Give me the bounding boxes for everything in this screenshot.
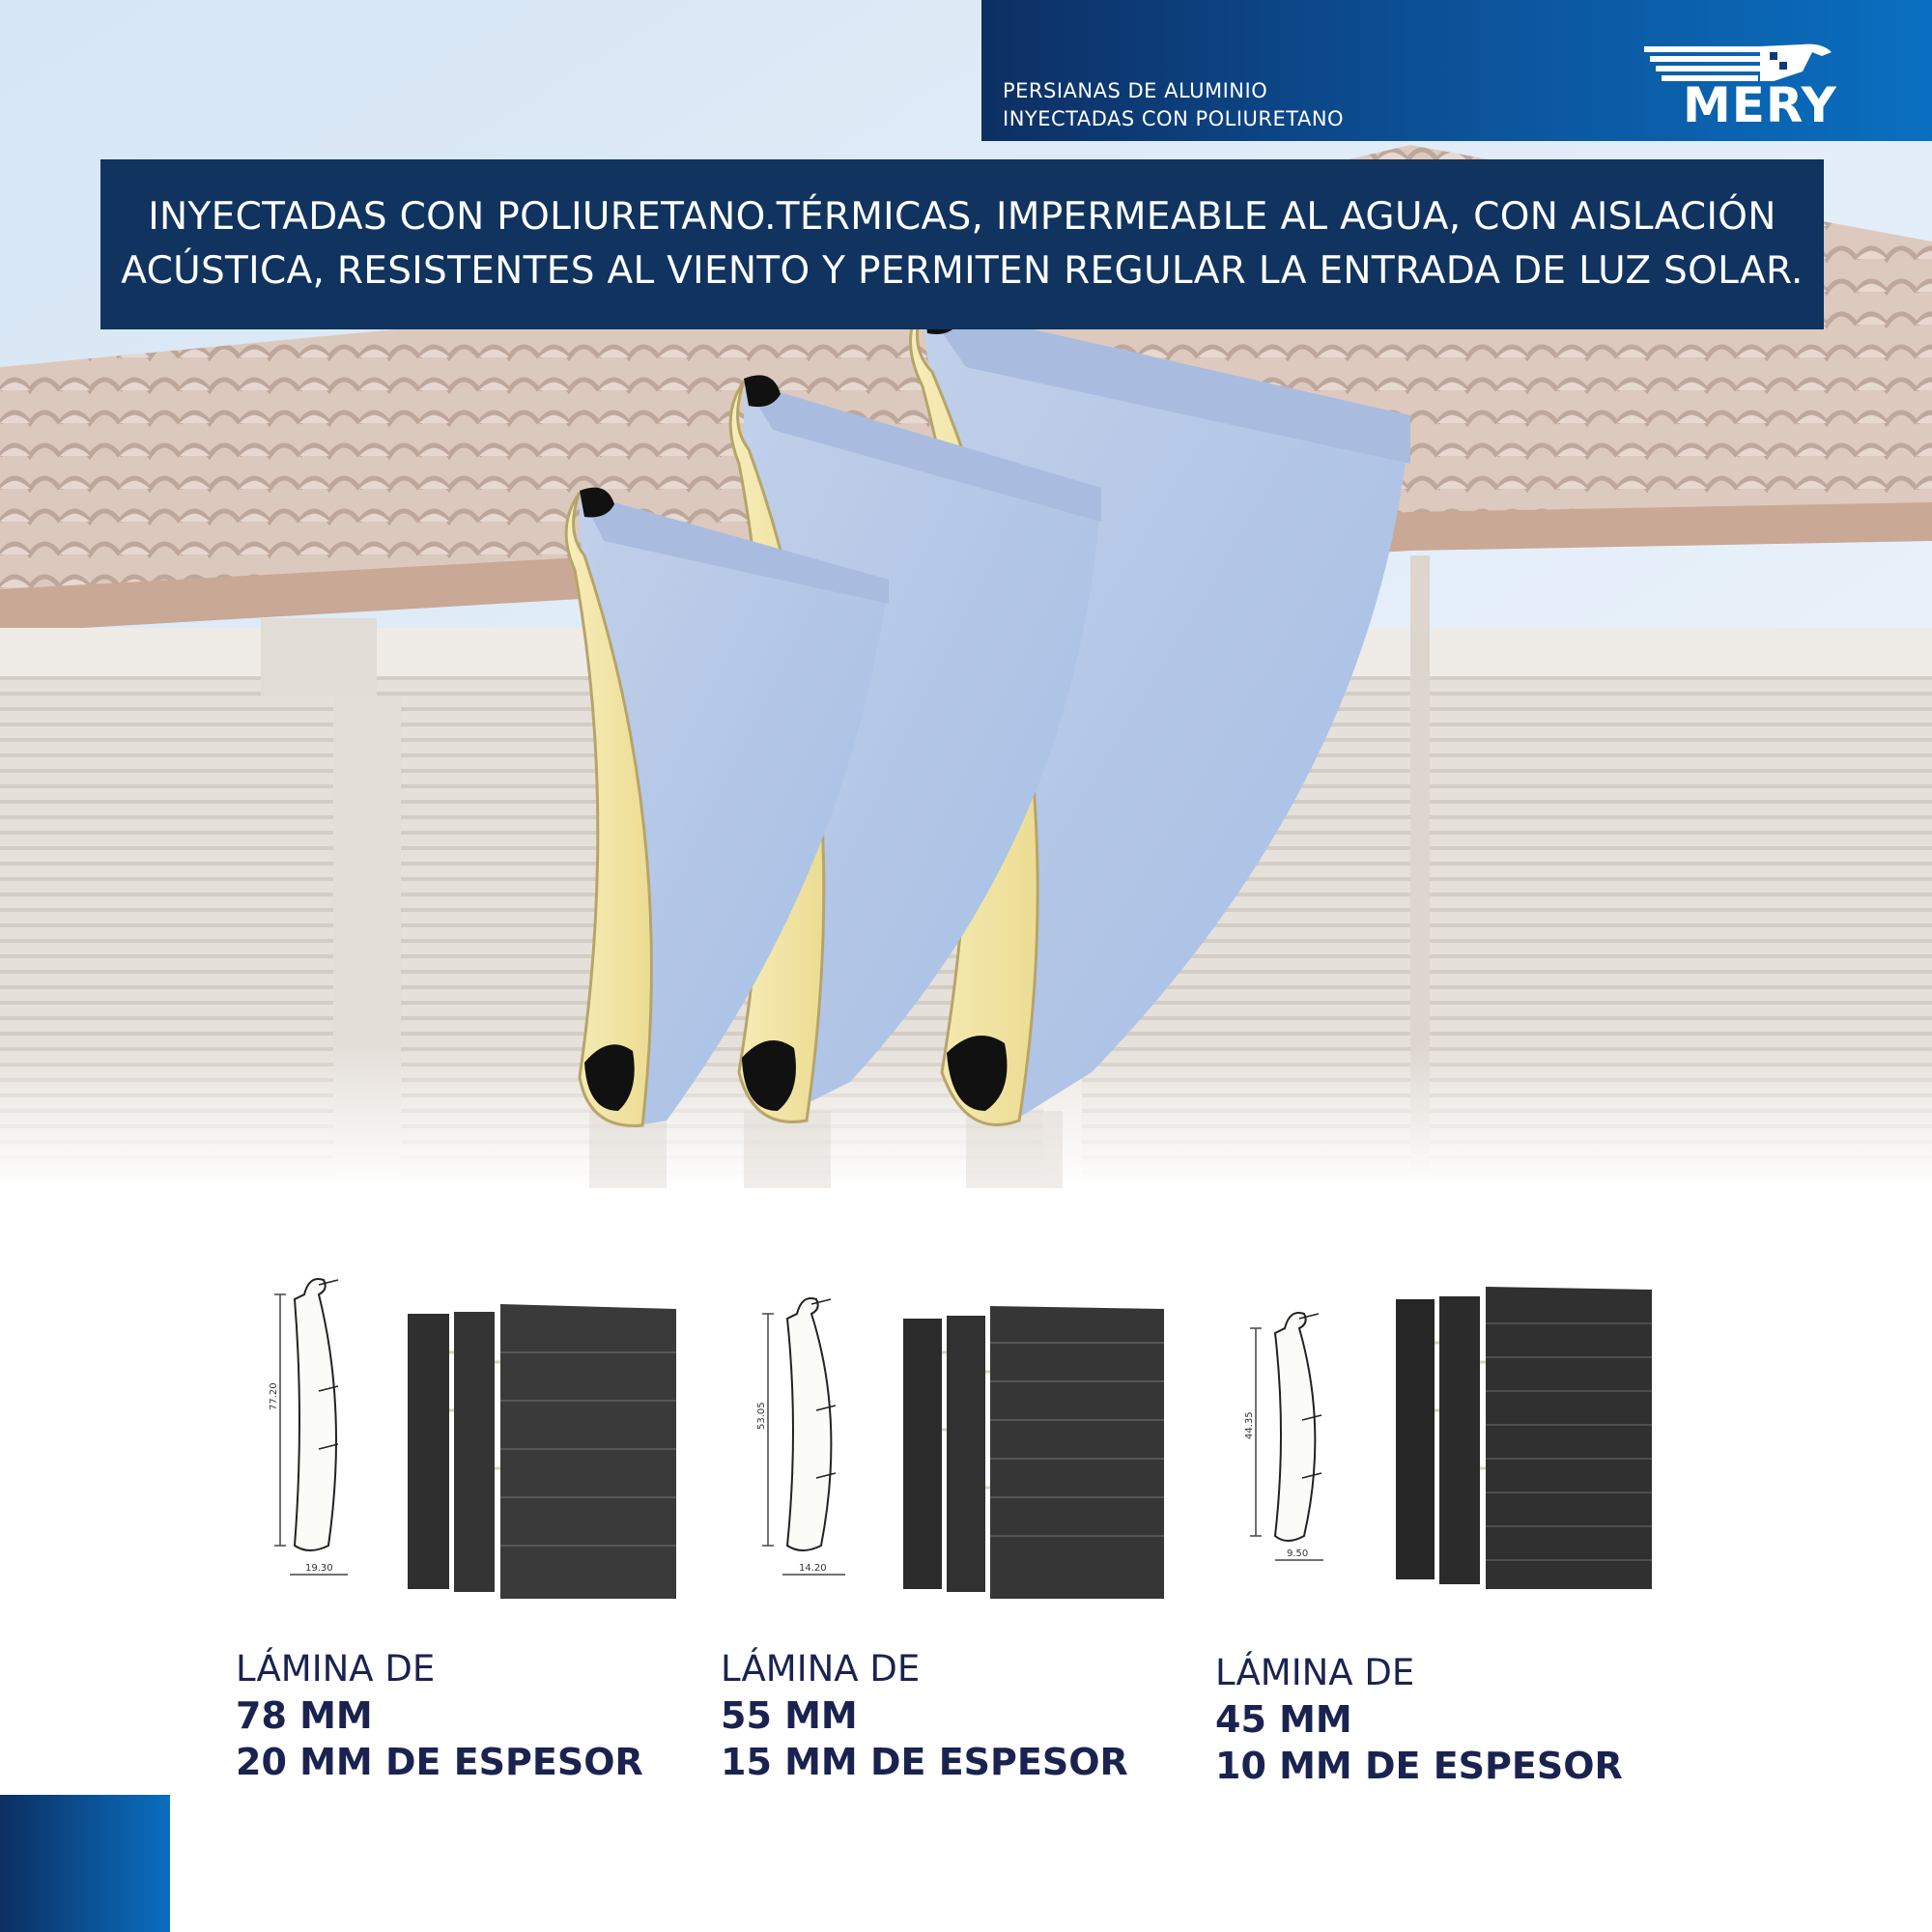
caption-45mm: LÁMINA DE 45 MM 10 MM DE ESPESOR — [1215, 1650, 1679, 1789]
dim-height-45mm: 44.35 — [1244, 1411, 1255, 1439]
dim-width-55mm: 14.20 — [799, 1563, 827, 1574]
product-card-45mm: 44.35 9.50 — [1227, 1256, 1671, 1623]
corner-accent-block — [0, 1795, 170, 1932]
dim-width-45mm: 9.50 — [1287, 1548, 1309, 1559]
caption-size: 45 MM — [1215, 1698, 1352, 1741]
product-card-78mm: 77.20 19.30 — [251, 1256, 696, 1623]
profile-diagram-55mm — [762, 1297, 1164, 1599]
dim-height-55mm: 53.05 — [756, 1402, 767, 1430]
header-band: PERSIANAS DE ALUMINIO INYECTADAS CON POL… — [981, 0, 1932, 141]
caption-78mm: LÁMINA DE 78 MM 20 MM DE ESPESOR — [236, 1646, 699, 1785]
caption-size: 55 MM — [721, 1694, 858, 1737]
caption-55mm: LÁMINA DE 55 MM 15 MM DE ESPESOR — [721, 1646, 1184, 1785]
dim-width-78mm: 19.30 — [305, 1563, 333, 1574]
product-card-55mm: 53.05 14.20 — [739, 1256, 1183, 1623]
banner-line2: ACÚSTICA, RESISTENTES AL VIENTO Y PERMIT… — [121, 249, 1804, 293]
caption-size: 78 MM — [236, 1694, 373, 1737]
caption-label: LÁMINA DE — [236, 1648, 436, 1690]
profile-diagram-78mm — [274, 1278, 676, 1599]
eagle-logo-icon — [1644, 43, 1832, 81]
caption-thickness: 10 MM DE ESPESOR — [1215, 1745, 1623, 1787]
banner-line1: INYECTADAS CON POLIURETANO.TÉRMICAS, IMP… — [148, 195, 1776, 239]
features-banner: INYECTADAS CON POLIURETANO.TÉRMICAS, IMP… — [100, 159, 1824, 329]
caption-label: LÁMINA DE — [1215, 1652, 1415, 1693]
header-subtitle: PERSIANAS DE ALUMINIO INYECTADAS CON POL… — [1003, 77, 1344, 133]
header-subtitle-line2: INYECTADAS CON POLIURETANO — [1003, 107, 1345, 130]
logo-text: MERY — [1683, 77, 1837, 133]
header-subtitle-line1: PERSIANAS DE ALUMINIO — [1003, 79, 1268, 102]
caption-thickness: 15 MM DE ESPESOR — [721, 1741, 1128, 1783]
mery-logo: MERY — [1629, 43, 1851, 129]
caption-thickness: 20 MM DE ESPESOR — [236, 1741, 643, 1783]
profile-diagram-45mm — [1250, 1287, 1652, 1589]
dim-height-78mm: 77.20 — [269, 1382, 279, 1410]
caption-label: LÁMINA DE — [721, 1648, 921, 1690]
slat-45mm — [564, 487, 889, 1127]
